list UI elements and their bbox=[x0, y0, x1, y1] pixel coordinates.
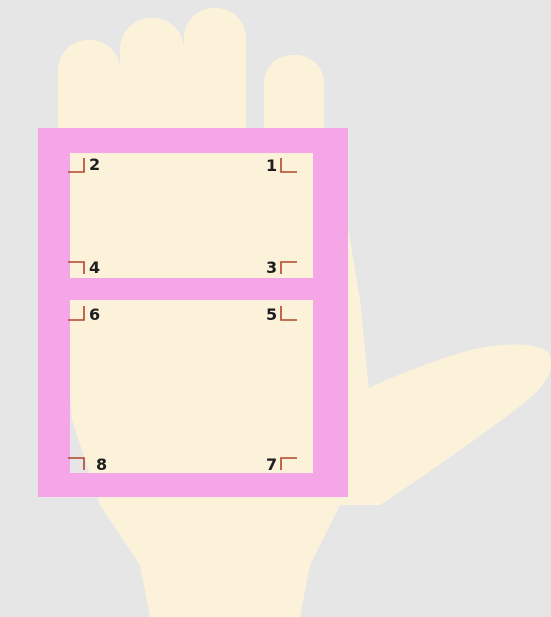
finger-middle bbox=[120, 18, 184, 208]
point-label-7: 7 bbox=[266, 455, 277, 474]
point-label-4: 4 bbox=[89, 258, 100, 277]
point-label-1: 1 bbox=[266, 156, 277, 175]
frame-right-bar bbox=[313, 128, 348, 497]
point-label-3: 3 bbox=[266, 258, 277, 277]
point-label-2: 2 bbox=[89, 155, 100, 174]
point-label-8: 8 bbox=[96, 455, 107, 474]
frame-top-bar bbox=[38, 128, 348, 153]
frame-left-bar bbox=[38, 128, 70, 497]
frame-middle-bar bbox=[38, 278, 348, 300]
point-label-5: 5 bbox=[266, 305, 277, 324]
finger-ring bbox=[184, 8, 246, 208]
point-label-6: 6 bbox=[89, 305, 100, 324]
frame-bottom-bar bbox=[38, 473, 348, 497]
